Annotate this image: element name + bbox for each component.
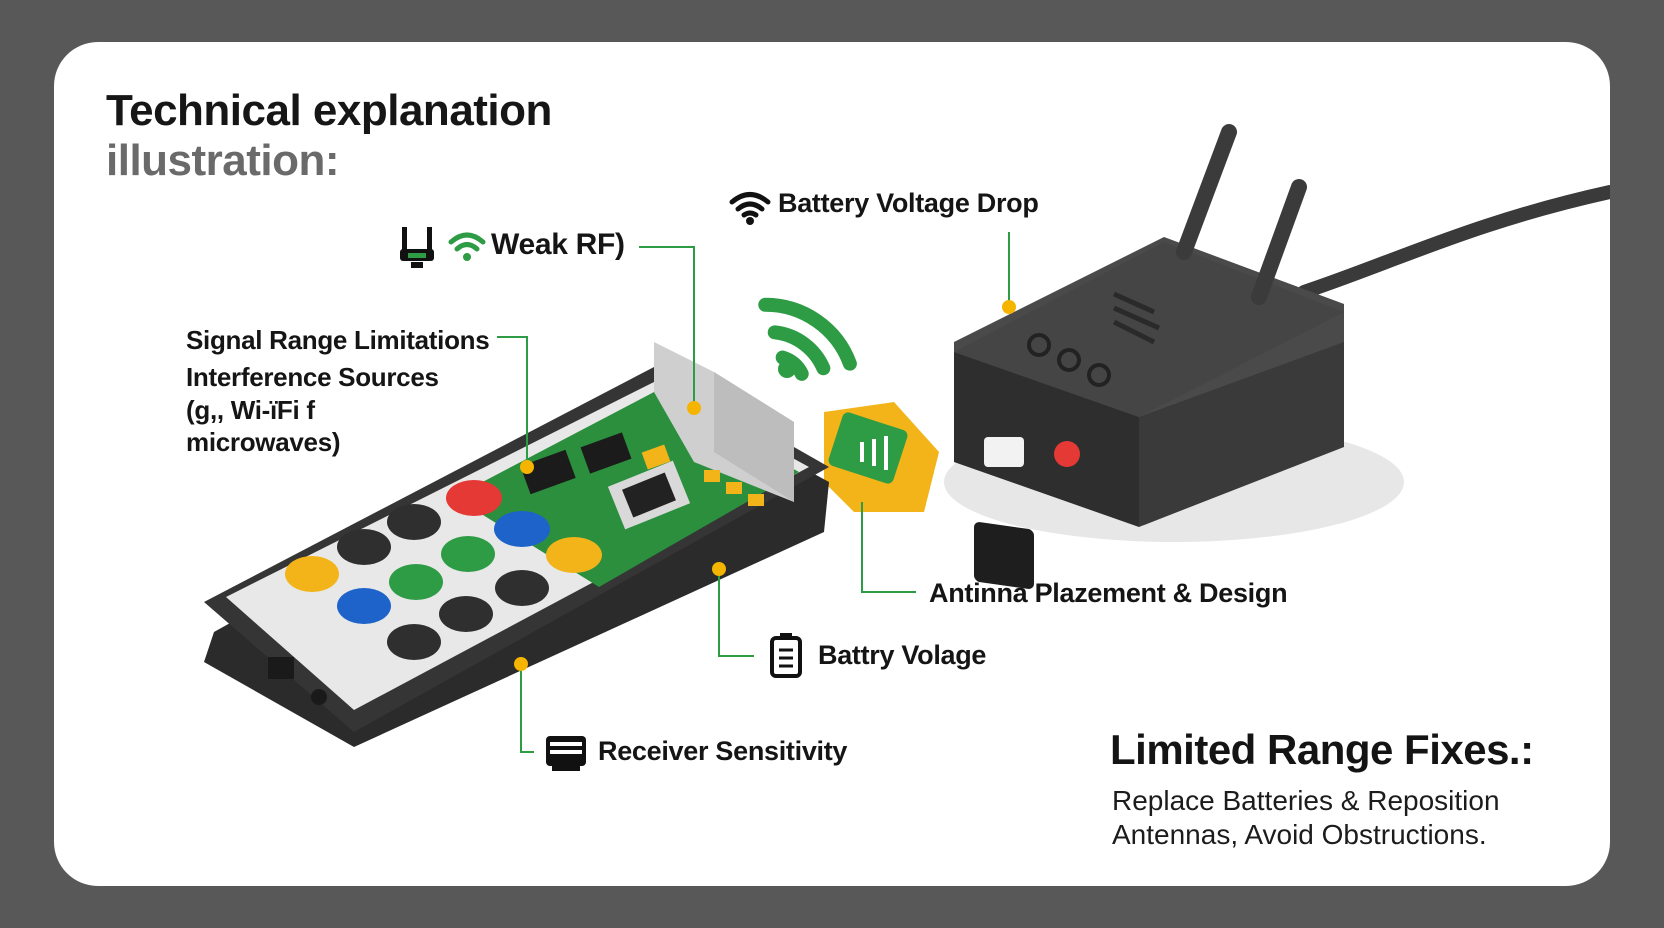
fixes-title: Limited Range Fixes.:	[1110, 726, 1534, 773]
receiver-cable	[1297, 185, 1610, 299]
battery-icon	[770, 633, 802, 678]
device-illustration	[204, 124, 1610, 753]
label-interference-examples: (ɡ,, Wi-ïFi f	[186, 395, 315, 425]
callout-leaders	[497, 232, 1010, 753]
receiver-icon	[546, 736, 586, 771]
router-icon	[400, 227, 434, 268]
page-title: Technical explanation	[106, 86, 552, 135]
wifi-icon	[729, 192, 771, 225]
callout-dots	[514, 300, 1016, 671]
label-interference-microwaves: microwaves)	[186, 427, 341, 457]
label-battery-voltage: Battry Volage	[818, 640, 987, 670]
antenna-module	[824, 402, 939, 512]
wifi-icon	[448, 232, 486, 261]
label-battery-voltage-drop: Battery Voltage Drop	[778, 188, 1039, 218]
label-antenna-placement: Antinna Plazement & Design	[929, 578, 1288, 608]
page-subtitle: illustration:	[106, 136, 340, 185]
remote-control	[204, 342, 829, 747]
receiver-unit	[944, 237, 1404, 589]
label-receiver-sensitivity: Receiver Sensitivity	[598, 736, 848, 766]
fixes-body: Replace Batteries & Reposition Antennas,…	[1112, 785, 1500, 850]
label-interference: Interference Sources	[186, 362, 439, 392]
signal-wifi-icon	[758, 297, 857, 381]
label-signal-range: Signal Range Limitations	[186, 325, 490, 355]
illustration-card: Technical explanation illustration:	[54, 42, 1610, 886]
label-weak-rf: Weak RF)	[491, 228, 625, 261]
